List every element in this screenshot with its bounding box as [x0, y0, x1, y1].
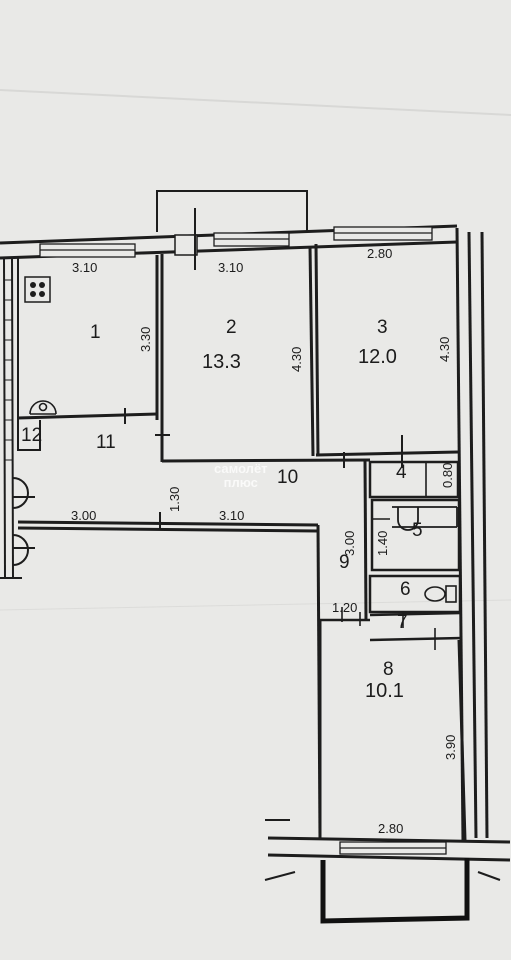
room-2-walls	[160, 245, 371, 463]
bath-block-walls	[368, 460, 463, 642]
dim-room-8-depth: 3.90	[443, 734, 458, 760]
wall-end	[477, 871, 501, 881]
bathtub-icon	[392, 506, 458, 531]
balcony-top	[156, 190, 308, 232]
dim-room-2-depth: 4.30	[289, 346, 304, 372]
room-1-number: 1	[90, 322, 101, 343]
left-wall-hatch	[4, 279, 12, 461]
watermark-line-1: самолёт	[214, 461, 268, 476]
room-2-area: 13.3	[202, 351, 241, 373]
balcony-door	[174, 234, 198, 256]
dim-room-5-width: 1.40	[375, 530, 390, 556]
room-12-number: 12	[21, 425, 43, 446]
room-1-walls	[17, 255, 159, 420]
dim-hall-width: 1.30	[167, 486, 182, 512]
room-4-number: 4	[396, 462, 407, 483]
dim-room-1-depth: 3.30	[138, 326, 153, 352]
room-10-number: 10	[277, 467, 299, 488]
dim-room-8-width: 2.80	[378, 821, 404, 836]
stove-icon	[24, 276, 51, 303]
dim-hall-left: 3.00	[71, 508, 97, 523]
toilet-icon	[424, 585, 457, 603]
room-8-area: 10.1	[365, 680, 404, 702]
dim-room-3-width: 2.80	[367, 246, 393, 261]
room-8-walls	[318, 620, 467, 841]
balcony-bottom	[320, 858, 470, 924]
dim-room-3-depth: 4.30	[437, 336, 452, 362]
room-3-walls	[314, 243, 459, 457]
dim-room-1-width: 3.10	[72, 260, 98, 275]
room-2-number: 2	[226, 317, 237, 338]
exterior-wall-bottom	[267, 836, 511, 862]
kitchen-sink-icon	[29, 400, 57, 415]
room-9-number: 9	[339, 552, 350, 573]
watermark-line-2: плюс	[223, 474, 258, 490]
paper-fold-line	[0, 599, 511, 611]
window-top	[39, 226, 433, 258]
room-6-number: 6	[400, 579, 411, 600]
room-5-number: 5	[412, 520, 423, 541]
dim-room-2-width: 3.10	[218, 260, 244, 275]
wall-end	[264, 871, 296, 881]
closet-12	[17, 420, 41, 451]
paper-fold-line	[0, 89, 511, 116]
watermark-logo: самолёт плюс	[214, 462, 268, 489]
entrance-door-arcs	[12, 477, 35, 566]
dim-room-4-width: 0.80	[440, 462, 455, 488]
room-3-area: 12.0	[358, 346, 397, 368]
window-bottom	[339, 841, 447, 855]
room-11-number: 11	[96, 432, 116, 453]
room-7-number: 7	[397, 612, 408, 633]
dim-corridor-9-width: 1.20	[332, 600, 358, 615]
room-3-number: 3	[377, 317, 388, 338]
dim-hall-right: 3.10	[219, 508, 245, 523]
room-8-number: 8	[383, 659, 394, 680]
left-wall	[0, 257, 22, 579]
